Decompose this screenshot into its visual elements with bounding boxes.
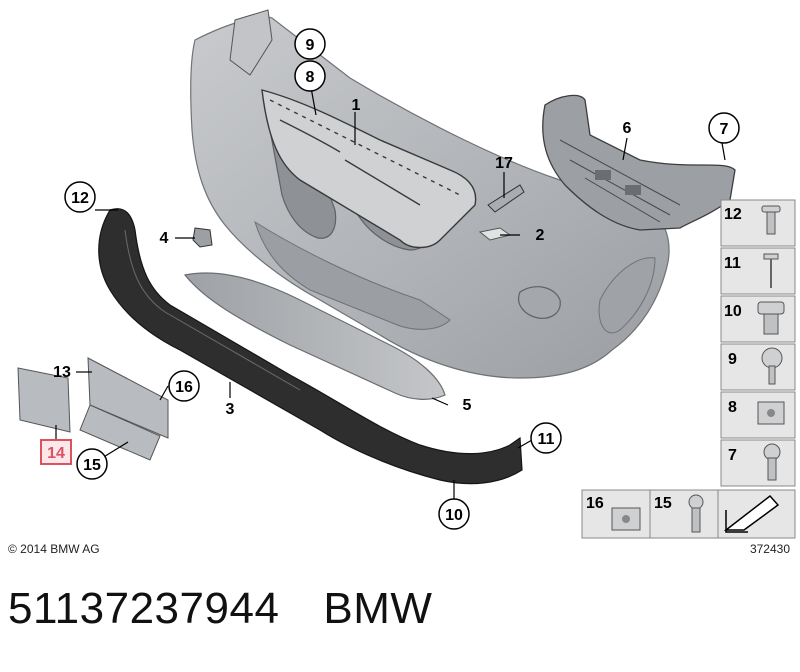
- image-number: 372430: [750, 542, 790, 556]
- spring-nut-icon: [757, 401, 785, 425]
- tapping-screw-icon: [688, 494, 704, 533]
- callout-16: 16: [175, 379, 193, 396]
- legend-9: 9: [728, 351, 737, 368]
- legend-15: 15: [654, 495, 672, 512]
- copyright: © 2014 BMW AG: [8, 542, 100, 556]
- callout-11: 11: [538, 431, 555, 448]
- arrow-icon: [723, 494, 780, 533]
- callout-15: 15: [83, 457, 101, 474]
- callout-17: 17: [495, 155, 513, 172]
- screw-icon: [763, 443, 781, 481]
- callout-3: 3: [226, 401, 235, 418]
- callout-circle-7: [708, 112, 740, 144]
- callout-6: 6: [623, 120, 632, 137]
- expanding-rivet-icon: [761, 205, 781, 235]
- strip-part-17: [487, 184, 525, 213]
- part-number: 51137237944: [8, 584, 280, 633]
- spoiler: [98, 208, 523, 485]
- callout-7: 7: [720, 121, 729, 138]
- bumper-carrier: [261, 89, 477, 249]
- nut-icon: [757, 301, 785, 335]
- legend-16: 16: [586, 495, 604, 512]
- legend-8: 8: [728, 399, 737, 416]
- callout-circle-8: [294, 60, 326, 92]
- trim-panel: [183, 272, 446, 400]
- callout-circle-10: [438, 498, 470, 530]
- callout-1: 1: [352, 97, 361, 114]
- legend-12: 12: [724, 206, 742, 223]
- callout-circle-12: [64, 181, 96, 213]
- legend-10: 10: [724, 303, 742, 320]
- callout-13: 13: [53, 364, 71, 381]
- license-plate-bases: [17, 357, 169, 461]
- callouts: 9 8 1 6 7 17 2 4 12 13 16 3 5 11 10 14 1…: [40, 28, 740, 530]
- upper-bracket: [229, 9, 273, 76]
- callout-circle-16: [168, 370, 200, 402]
- clip-part-4: [192, 227, 213, 248]
- clip-icon: [763, 253, 779, 288]
- callout-circle-11: [530, 422, 562, 454]
- part-number-caption: 51137237944 BMW: [8, 584, 432, 634]
- legend-11: 11: [724, 255, 741, 272]
- guide-bracket-right: [542, 94, 736, 231]
- callout-4: 4: [160, 230, 169, 247]
- callout-9: 9: [306, 37, 315, 54]
- callout-5: 5: [463, 397, 472, 414]
- callout-circle-9: [294, 28, 326, 60]
- square-nut-icon: [611, 507, 641, 531]
- hardware-legend: 12 11 10 9 8 7 16 15: [581, 199, 796, 539]
- callout-circle-15: [76, 448, 108, 480]
- legend-7: 7: [728, 447, 737, 464]
- callout-10: 10: [445, 507, 463, 524]
- callout-2: 2: [536, 227, 545, 244]
- screw-washer-icon: [761, 347, 783, 385]
- callout-12: 12: [71, 190, 89, 207]
- callout-14: 14: [47, 445, 65, 462]
- brand-name: BMW: [323, 584, 433, 633]
- callout-8: 8: [306, 69, 315, 86]
- callout-box-14: [40, 439, 72, 465]
